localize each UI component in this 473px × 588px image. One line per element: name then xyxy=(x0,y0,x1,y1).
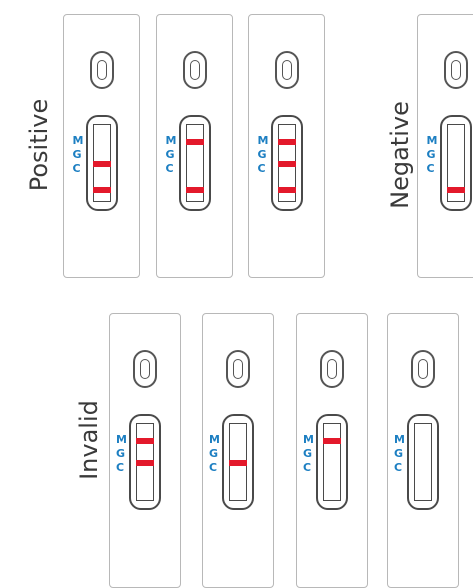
group-label-invalid: Invalid xyxy=(75,400,103,480)
marker-c: C xyxy=(394,461,403,474)
marker-c: C xyxy=(303,461,312,474)
marker-c: C xyxy=(165,162,174,175)
sample-well xyxy=(133,350,157,388)
test-strip xyxy=(229,423,247,501)
marker-m: M xyxy=(394,433,405,446)
result-window xyxy=(178,115,211,211)
sample-well xyxy=(274,51,299,89)
sample-well-inner xyxy=(233,359,243,379)
test-strip xyxy=(414,423,432,501)
result-window xyxy=(129,414,161,510)
sample-well-inner xyxy=(96,60,107,80)
band-g xyxy=(92,161,111,167)
marker-m: M xyxy=(209,433,220,446)
marker-c: C xyxy=(257,162,266,175)
group-label-negative: Negative xyxy=(386,101,414,209)
marker-g: G xyxy=(116,447,126,460)
marker-g: G xyxy=(394,447,404,460)
result-window xyxy=(439,115,472,211)
band-m xyxy=(185,139,204,145)
test-strip xyxy=(446,124,465,202)
sample-well xyxy=(443,51,468,89)
marker-g: G xyxy=(165,148,175,161)
band-m xyxy=(136,438,154,444)
band-m xyxy=(277,139,296,145)
sample-well-inner xyxy=(140,359,150,379)
sample-well xyxy=(89,51,114,89)
sample-well xyxy=(182,51,207,89)
sample-well-inner xyxy=(418,359,428,379)
sample-well-inner xyxy=(450,60,461,80)
test-strip xyxy=(136,423,154,501)
band-c xyxy=(185,187,204,193)
sample-well xyxy=(411,350,435,388)
marker-m: M xyxy=(303,433,314,446)
marker-c: C xyxy=(116,461,125,474)
marker-c: C xyxy=(209,461,218,474)
band-c xyxy=(446,187,465,193)
result-window xyxy=(270,115,303,211)
band-g xyxy=(229,460,247,466)
sample-well-inner xyxy=(189,60,200,80)
marker-m: M xyxy=(257,134,269,147)
test-strip xyxy=(277,124,296,202)
test-strip xyxy=(185,124,204,202)
marker-g: G xyxy=(72,148,82,161)
marker-g: G xyxy=(303,447,313,460)
result-window xyxy=(85,115,118,211)
marker-m: M xyxy=(116,433,127,446)
group-label-positive: Positive xyxy=(25,98,53,192)
band-m xyxy=(323,438,341,444)
marker-g: G xyxy=(209,447,219,460)
marker-g: G xyxy=(426,148,436,161)
test-strip xyxy=(92,124,111,202)
test-strip xyxy=(323,423,341,501)
marker-m: M xyxy=(426,134,438,147)
marker-c: C xyxy=(72,162,81,175)
band-c xyxy=(92,187,111,193)
result-window xyxy=(316,414,348,510)
marker-m: M xyxy=(72,134,84,147)
sample-well xyxy=(320,350,344,388)
band-g xyxy=(136,460,154,466)
marker-c: C xyxy=(426,162,435,175)
result-window xyxy=(407,414,439,510)
sample-well-inner xyxy=(281,60,292,80)
marker-g: G xyxy=(257,148,267,161)
band-c xyxy=(277,187,296,193)
sample-well-inner xyxy=(327,359,337,379)
result-window xyxy=(222,414,254,510)
sample-well xyxy=(226,350,250,388)
marker-m: M xyxy=(165,134,177,147)
band-g xyxy=(277,161,296,167)
